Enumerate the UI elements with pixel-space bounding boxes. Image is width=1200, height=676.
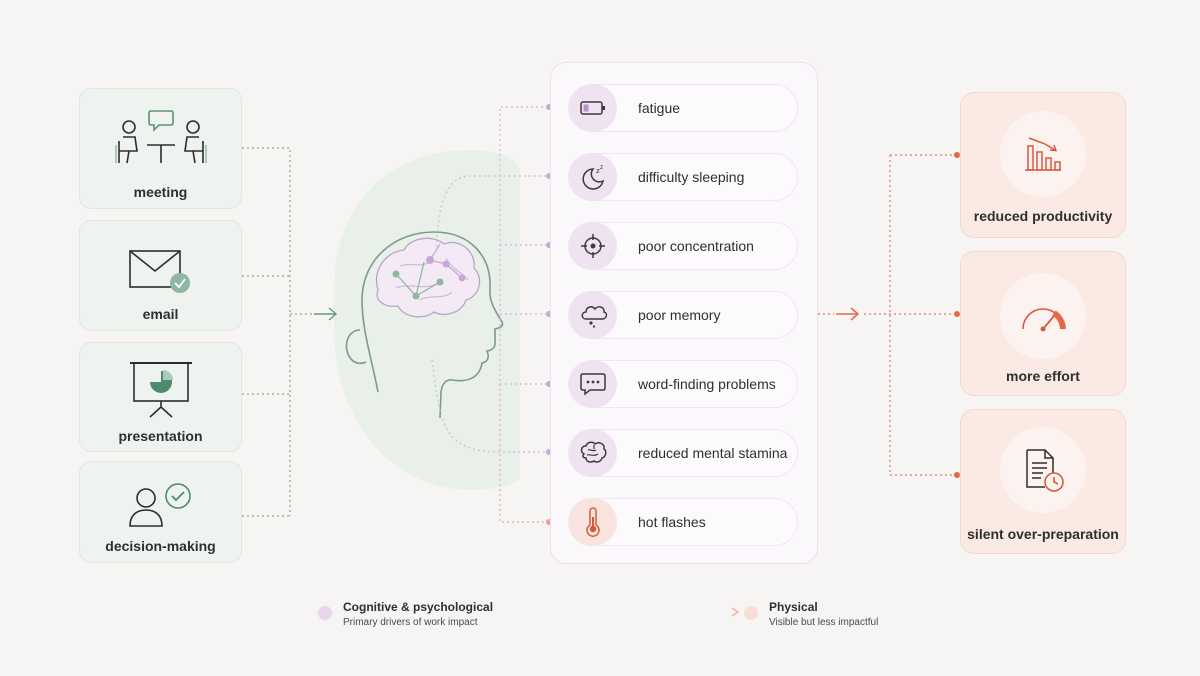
symptom-label: fatigue bbox=[638, 100, 681, 116]
legend-subtitle-physical: Visible but less impactful bbox=[769, 617, 879, 628]
symptom-label: reduced mental stamina bbox=[638, 445, 788, 461]
trigger-label: email bbox=[142, 306, 179, 322]
document-clock-icon bbox=[1000, 427, 1086, 513]
trigger-label: decision-making bbox=[105, 538, 216, 554]
person-check-icon bbox=[128, 483, 191, 527]
impact-card-reduced-productivity: reduced productivity bbox=[960, 92, 1126, 238]
email-check-icon bbox=[128, 250, 190, 293]
brain-illustration bbox=[375, 237, 481, 318]
impact-label: more effort bbox=[1006, 368, 1080, 384]
gauge-icon bbox=[1000, 273, 1086, 359]
impact-label: silent over-preparation bbox=[967, 526, 1119, 542]
low-battery-icon bbox=[569, 84, 617, 132]
symptom-label: poor memory bbox=[638, 307, 721, 323]
symptom-hot-flashes: hot flashes bbox=[568, 498, 798, 546]
trigger-card-decision-making: decision-making bbox=[79, 461, 242, 563]
symptom-label: word-finding problems bbox=[638, 376, 776, 392]
impact-label: reduced productivity bbox=[973, 208, 1113, 224]
legend-dot-cognitive bbox=[318, 606, 332, 620]
symptom-label: poor concentration bbox=[638, 238, 754, 254]
trigger-card-presentation: presentation bbox=[79, 342, 242, 452]
crosshair-icon bbox=[569, 222, 617, 270]
symptom-poor-memory: poor memory bbox=[568, 291, 798, 339]
trigger-connectors bbox=[242, 147, 318, 517]
arrow-to-impacts bbox=[836, 307, 860, 321]
trigger-card-meeting: meeting bbox=[79, 88, 242, 209]
trigger-card-email: email bbox=[79, 220, 242, 331]
impact-connectors bbox=[818, 154, 956, 476]
speech-dots-icon bbox=[569, 360, 617, 408]
symptom-poor-concentration: poor concentration bbox=[568, 222, 798, 270]
arrow-to-head bbox=[314, 307, 338, 321]
trigger-label: meeting bbox=[133, 184, 188, 200]
meeting-icon bbox=[114, 110, 207, 164]
legend-subtitle-cognitive: Primary drivers of work impact bbox=[343, 617, 478, 628]
thermometer-icon bbox=[569, 498, 617, 546]
impact-card-more-effort: more effort bbox=[960, 251, 1126, 396]
svg-text:z: z bbox=[600, 164, 603, 171]
trigger-label: presentation bbox=[118, 428, 203, 444]
impact-card-silent-over-preparation: silent over-preparation bbox=[960, 409, 1126, 554]
symptom-label: hot flashes bbox=[638, 514, 706, 530]
thought-cloud-icon bbox=[569, 291, 617, 339]
symptom-label: difficulty sleeping bbox=[638, 169, 745, 185]
head-backdrop bbox=[334, 150, 520, 490]
presentation-board-icon bbox=[129, 362, 192, 418]
symptom-word-finding-problems: word-finding problems bbox=[568, 360, 798, 408]
legend-title-cognitive: Cognitive & psychological bbox=[343, 600, 494, 614]
legend-title-physical: Physical bbox=[769, 600, 818, 614]
symptom-reduced-mental-stamina: reduced mental stamina bbox=[568, 429, 798, 477]
symptom-fatigue: fatigue bbox=[568, 84, 798, 132]
declining-bar-chart-icon bbox=[1000, 111, 1086, 197]
svg-text:z: z bbox=[596, 167, 600, 175]
brain-icon bbox=[569, 429, 617, 477]
head-profile bbox=[345, 231, 504, 419]
legend-dot-physical bbox=[744, 606, 758, 620]
